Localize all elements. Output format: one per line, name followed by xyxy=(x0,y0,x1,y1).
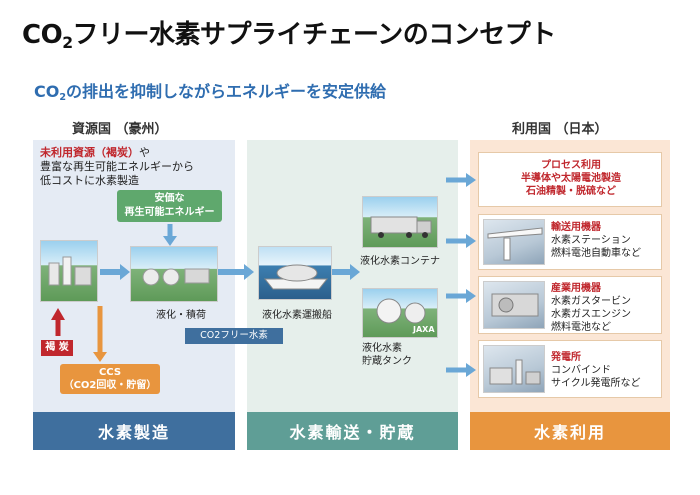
power-plant-image xyxy=(483,345,545,393)
page-title: CO2フリー水素サプライチェーンのコンセプト xyxy=(22,20,556,52)
user-country-header: 利用国 （日本） xyxy=(512,122,608,137)
container-truck-image xyxy=(362,196,438,248)
liquefaction-site-icon xyxy=(142,268,210,286)
hydrogen-station-image xyxy=(483,219,545,265)
station-icon xyxy=(487,227,543,261)
renewable-energy-box: 安価な 再生可能エネルギー xyxy=(117,190,222,222)
footer-production: 水素製造 xyxy=(33,412,235,450)
use-card-industrial: 産業用機器 水素ガスタービン 水素ガスエンジン 燃料電池など xyxy=(478,276,662,334)
co2-free-hydrogen-tag: CO2フリー水素 xyxy=(185,328,283,344)
liquefaction-plant-image xyxy=(130,246,218,302)
container-label: 液化水素コンテナ xyxy=(360,256,440,267)
tank-icon xyxy=(376,298,426,324)
use-card-process: プロセス利用 半導体や太陽電池製造 石油精製・脱硫など xyxy=(478,152,662,207)
lignite-tag: 褐 炭 xyxy=(41,340,73,356)
liquefaction-label: 液化・積荷 xyxy=(156,310,206,321)
ship-icon xyxy=(263,264,329,290)
use-card-transport-text: 輸送用機器 水素ステーション 燃料電池自動車など xyxy=(551,222,641,259)
footer-transport: 水素輸送・貯蔵 xyxy=(247,412,458,450)
truck-icon xyxy=(370,216,432,238)
carrier-ship-label: 液化水素運搬船 xyxy=(262,310,332,321)
storage-tank-label: 液化水素 貯蔵タンク xyxy=(362,343,412,367)
carrier-ship-image xyxy=(258,246,332,300)
page-subtitle: CO2の排出を抑制しながらエネルギーを安定供給 xyxy=(34,82,387,103)
power-plant-icon xyxy=(489,359,541,385)
use-card-industrial-text: 産業用機器 水素ガスタービン 水素ガスエンジン 燃料電池など xyxy=(551,283,631,333)
source-country-header: 資源国 （豪州） xyxy=(72,122,168,137)
use-card-transport: 輸送用機器 水素ステーション 燃料電池自動車など xyxy=(478,214,662,270)
ccs-box: CCS （CO2回収・貯留） xyxy=(60,364,160,394)
gas-turbine-image xyxy=(483,281,545,329)
use-card-power: 発電所 コンバインド サイクル発電所など xyxy=(478,340,662,398)
turbine-icon xyxy=(491,293,539,317)
storage-tank-image: JAXA xyxy=(362,288,438,338)
hydrogen-plant-image xyxy=(40,240,98,302)
footer-use: 水素利用 xyxy=(470,412,670,450)
tank-brand-mark: JAXA xyxy=(413,325,435,334)
use-card-process-text: プロセス利用 半導体や太陽電池製造 石油精製・脱硫など xyxy=(521,160,621,197)
source-note: 未利用資源（褐炭）や 豊富な再生可能エネルギーから 低コストに水素製造 xyxy=(40,146,194,187)
factory-icon xyxy=(48,256,92,286)
use-card-power-text: 発電所 コンバインド サイクル発電所など xyxy=(551,352,641,389)
